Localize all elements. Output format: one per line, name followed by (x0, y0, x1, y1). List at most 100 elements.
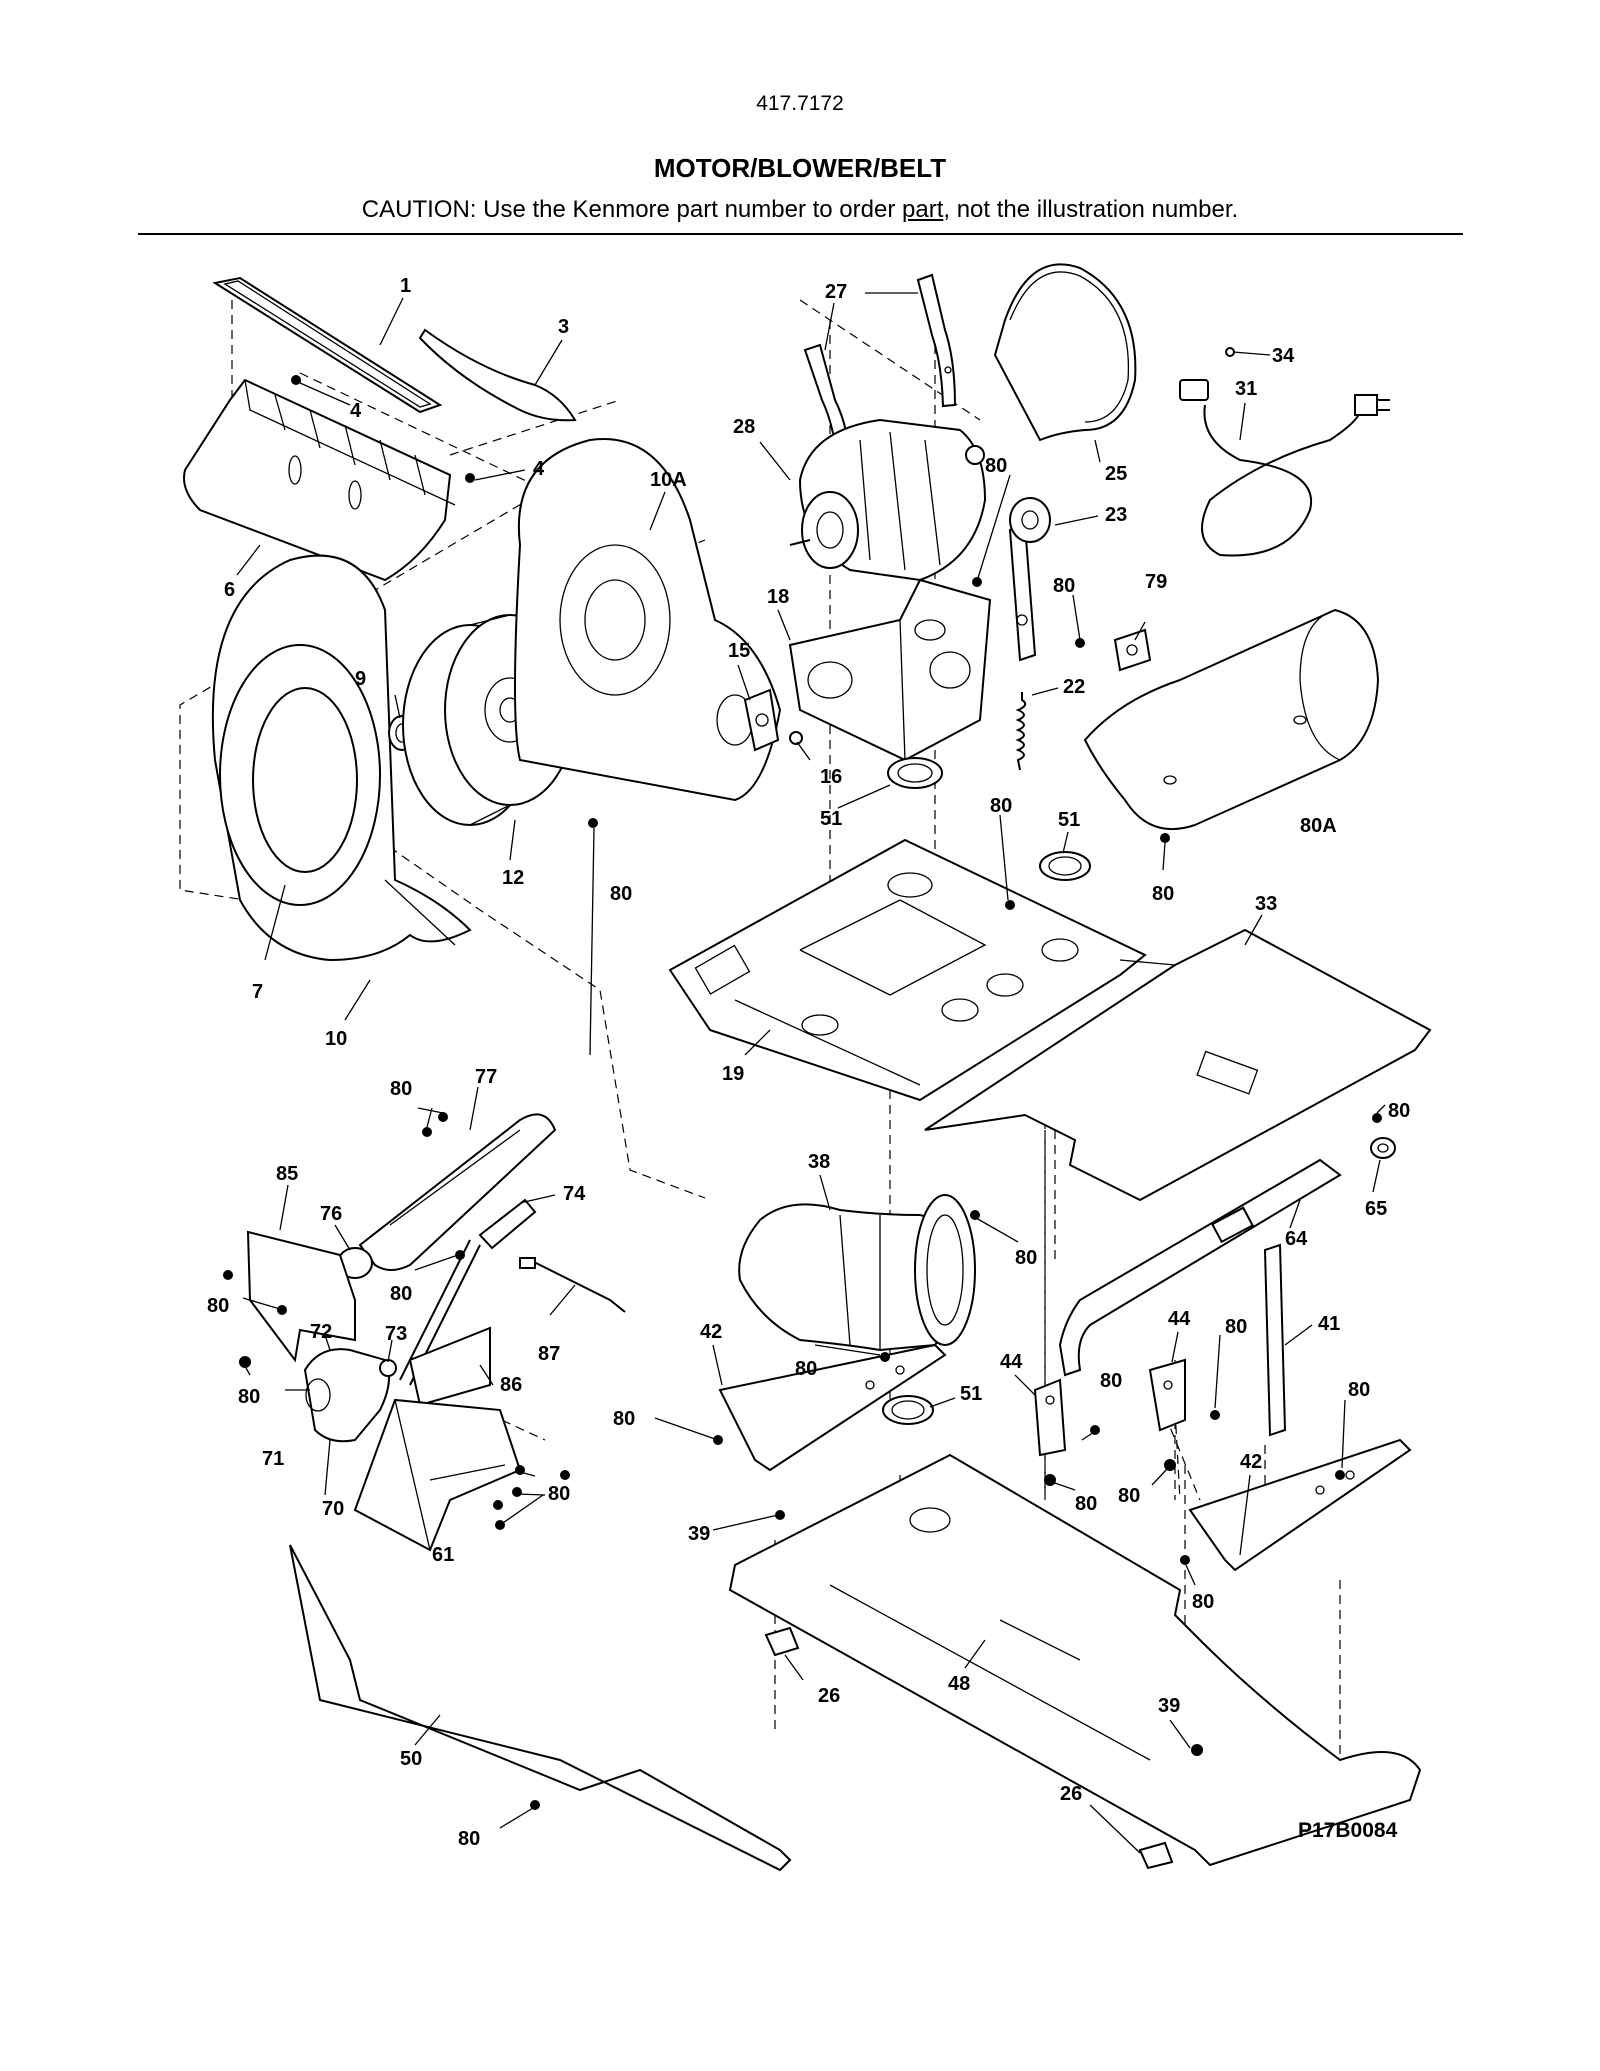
callout-labels: 1 3 4 4 6 7 9 10 10A 12 15 16 18 19 22 2… (207, 275, 1410, 1850)
caution-part-link[interactable]: part (902, 196, 944, 223)
callout-80: 80 (1388, 1100, 1410, 1122)
callout-22: 22 (1063, 676, 1085, 698)
part-15-motor-mount-bracket (743, 688, 780, 752)
callout-9: 9 (355, 668, 366, 690)
callout-42: 42 (1240, 1451, 1262, 1473)
part-44-bracket-left (1033, 1378, 1067, 1457)
callout-80: 80 (1192, 1591, 1214, 1613)
caution-text-suffix: , not the illustration number. (943, 196, 1239, 223)
callout-27: 27 (825, 281, 847, 303)
callout-26: 26 (818, 1685, 840, 1707)
callout-51: 51 (960, 1383, 982, 1405)
callout-44: 44 (1000, 1351, 1023, 1373)
caution-text-prefix: CAUTION: Use the Kenmore part number to … (361, 196, 902, 223)
callout-80: 80 (613, 1408, 635, 1430)
part-25-drive-belt (993, 263, 1137, 442)
callout-64: 64 (1285, 1228, 1308, 1250)
part-64-drain-tube (1058, 1158, 1342, 1377)
part-10-blower-housing (211, 554, 472, 962)
part-26-foot-front (764, 1626, 800, 1657)
callout-65: 65 (1365, 1198, 1387, 1220)
callout-80: 80 (990, 795, 1012, 817)
callout-10A: 10A (650, 469, 687, 491)
part-87-flame-sensor (519, 1257, 626, 1313)
callout-41: 41 (1318, 1313, 1340, 1335)
callout-80A: 80A (1300, 815, 1337, 837)
callout-44: 44 (1168, 1308, 1191, 1330)
callout-25: 25 (1105, 463, 1127, 485)
part-22-idler-spring (1015, 692, 1027, 771)
part-1-lint-screen-gasket (212, 276, 443, 414)
callout-19: 19 (722, 1063, 744, 1085)
callout-33: 33 (1255, 893, 1277, 915)
callout-18: 18 (767, 586, 789, 608)
callout-85: 85 (276, 1163, 298, 1185)
callout-48: 48 (948, 1673, 970, 1695)
part-71-gas-valve (303, 1348, 390, 1443)
callout-80: 80 (1118, 1485, 1140, 1507)
callout-51: 51 (820, 808, 842, 830)
callout-77: 77 (475, 1066, 497, 1088)
callout-39: 39 (688, 1523, 710, 1545)
drawing-id: P17B0084 (1298, 1819, 1398, 1842)
part-42-rail-right (1188, 1438, 1412, 1572)
callout-72: 72 (310, 1321, 332, 1343)
callout-39: 39 (1158, 1695, 1180, 1717)
part-33-cover-plate (924, 928, 1432, 1202)
part-38-exhaust-duct (738, 1194, 976, 1352)
callout-80: 80 (458, 1828, 480, 1850)
callout-80: 80 (795, 1358, 817, 1380)
part-42-rail-left (718, 1343, 947, 1472)
part-86-sensor-shield (408, 1326, 491, 1407)
callout-76: 76 (320, 1203, 342, 1225)
callout-4: 4 (350, 400, 362, 422)
part-44-bracket-right (1148, 1358, 1186, 1432)
part-79-sensor-switch (1113, 628, 1152, 672)
callout-3: 3 (558, 316, 569, 338)
part-19-base-plate (668, 838, 1147, 1102)
callout-71: 71 (262, 1448, 284, 1470)
callout-80: 80 (1152, 883, 1174, 905)
callout-42: 42 (700, 1321, 722, 1343)
part-18-motor-mount (788, 578, 992, 762)
callout-34: 34 (1272, 345, 1295, 367)
callout-12: 12 (502, 867, 524, 889)
part-10A-blower-housing-rear (514, 438, 782, 802)
part-61-burner-bracket (353, 1398, 522, 1552)
callout-61: 61 (432, 1544, 454, 1566)
callout-7: 7 (252, 981, 263, 1003)
callout-80: 80 (1015, 1247, 1037, 1269)
part-74-igniter (399, 1198, 537, 1386)
part-51-grommet-upper (887, 757, 943, 789)
callout-74: 74 (563, 1183, 586, 1205)
callout-80: 80 (1075, 1493, 1097, 1515)
callout-31: 31 (1235, 378, 1257, 400)
callout-80: 80 (1348, 1379, 1370, 1401)
header-divider (138, 233, 1463, 235)
callout-1: 1 (400, 275, 411, 297)
callout-70: 70 (322, 1498, 344, 1520)
callout-23: 23 (1105, 504, 1127, 526)
part-51-grommet-lower (882, 1395, 934, 1425)
callout-80: 80 (1100, 1370, 1122, 1392)
part-3-lint-deflector (418, 328, 577, 422)
part-41-support-strip (1263, 1243, 1287, 1437)
callout-79: 79 (1145, 571, 1167, 593)
part-34-screw (1225, 347, 1235, 357)
part-73-valve-fitting (379, 1359, 397, 1377)
part-50-front-panel (289, 1544, 792, 1872)
part-31-power-cord (1179, 379, 1390, 557)
section-title: MOTOR/BLOWER/BELT (653, 153, 947, 183)
callout-80: 80 (238, 1386, 260, 1408)
part-48-base-pan (728, 1453, 1422, 1867)
callout-80: 80 (548, 1483, 570, 1505)
callout-80: 80 (1225, 1316, 1247, 1338)
part-26-foot-rear (1138, 1841, 1174, 1870)
callout-80: 80 (1053, 575, 1075, 597)
fastener-screws (223, 375, 1382, 1810)
page-header: 417.7172 MOTOR/BLOWER/BELT CAUTION: Use … (0, 0, 1600, 240)
part-6-lint-duct-housing (183, 378, 456, 582)
part-77-burner-tube (358, 1113, 557, 1271)
part-85-valve-bracket (246, 1230, 356, 1363)
